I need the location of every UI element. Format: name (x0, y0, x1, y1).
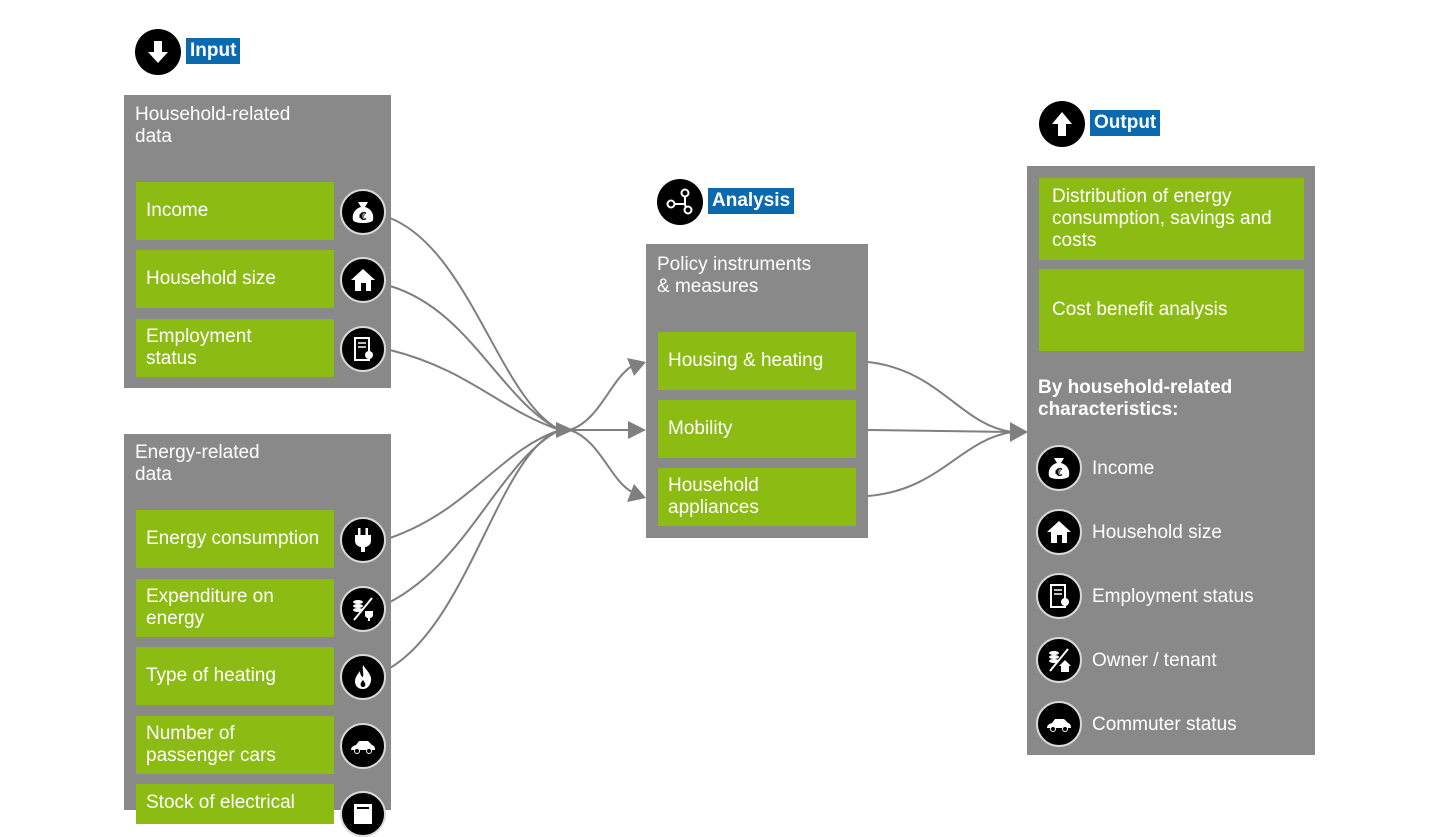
input-item-passenger-cars: Number of passenger cars (136, 716, 334, 774)
money-bag-euro-icon: € (1036, 445, 1082, 491)
arrowhead-appliances (627, 484, 646, 502)
analysis-item-household-appliances: Household appliances (658, 468, 856, 526)
arrowhead-mobility (628, 421, 646, 439)
flow-from-appliances (867, 431, 1013, 497)
money-bag-euro-icon: € (340, 189, 386, 235)
house-icon (340, 257, 386, 303)
characteristic-employment-status: Employment status (1092, 586, 1254, 607)
input-item-energy-consumption: Energy consumption (136, 510, 334, 568)
flow-employment (389, 349, 561, 431)
certificate-icon (340, 326, 386, 372)
input-item-household-size: Household size (136, 250, 334, 308)
characteristic-income: Income (1092, 458, 1155, 479)
arrow-up-icon (1039, 101, 1085, 147)
plug-icon (340, 517, 386, 563)
appliance-icon (340, 791, 386, 837)
input-item-expenditure-energy: Expenditure on energy (136, 579, 334, 637)
certificate-icon (1036, 573, 1082, 619)
analysis-item-mobility: Mobility (658, 400, 856, 458)
input-item-income: Income (136, 182, 334, 240)
coins-house-icon (1036, 637, 1082, 683)
input-item-electrical-stock: Stock of electrical (136, 784, 334, 824)
characteristic-commuter-status: Commuter status (1092, 714, 1237, 735)
policy-panel-title: Policy instruments & measures (657, 254, 812, 297)
output-label: Output (1090, 110, 1161, 136)
flow-from-mobility (867, 429, 1013, 433)
characteristic-household-size: Household size (1092, 522, 1222, 543)
flow-household-size (389, 285, 561, 431)
output-box-distribution: Distribution of energy consumption, savi… (1039, 178, 1304, 260)
flow-heating (389, 429, 561, 669)
flow-energy-consumption (389, 429, 561, 539)
input-label: Input (186, 38, 241, 64)
arrow-down-icon (135, 29, 181, 75)
svg-text:€: € (1054, 466, 1063, 479)
household-panel-title: Household-related data (135, 104, 291, 147)
analysis-label: Analysis (708, 188, 795, 214)
flow-from-housing (867, 361, 1013, 433)
arrowhead-merge (556, 422, 574, 438)
characteristics-title: By household-related characteristics: (1038, 377, 1233, 420)
coins-plug-icon (340, 586, 386, 632)
output-box-cost-benefit: Cost benefit analysis (1039, 269, 1304, 351)
analysis-item-housing-heating: Housing & heating (658, 332, 856, 390)
flow-to-appliances (569, 429, 633, 493)
arrowhead-housing (627, 358, 646, 376)
input-item-employment-status: Employment status (136, 319, 334, 377)
characteristic-owner-tenant: Owner / tenant (1092, 650, 1217, 671)
energy-panel-title: Energy-related data (135, 442, 260, 485)
car-icon (340, 723, 386, 769)
car-icon (1036, 701, 1082, 747)
flow-arrows (389, 217, 1028, 669)
house-icon (1036, 509, 1082, 555)
flow-expenditure (389, 429, 561, 603)
flow-income (389, 217, 561, 431)
input-item-type-heating: Type of heating (136, 647, 334, 705)
svg-text:€: € (358, 210, 367, 223)
flame-icon (340, 654, 386, 700)
flow-to-housing (569, 365, 633, 431)
network-nodes-icon (657, 179, 703, 225)
arrowhead-output (1010, 422, 1028, 442)
